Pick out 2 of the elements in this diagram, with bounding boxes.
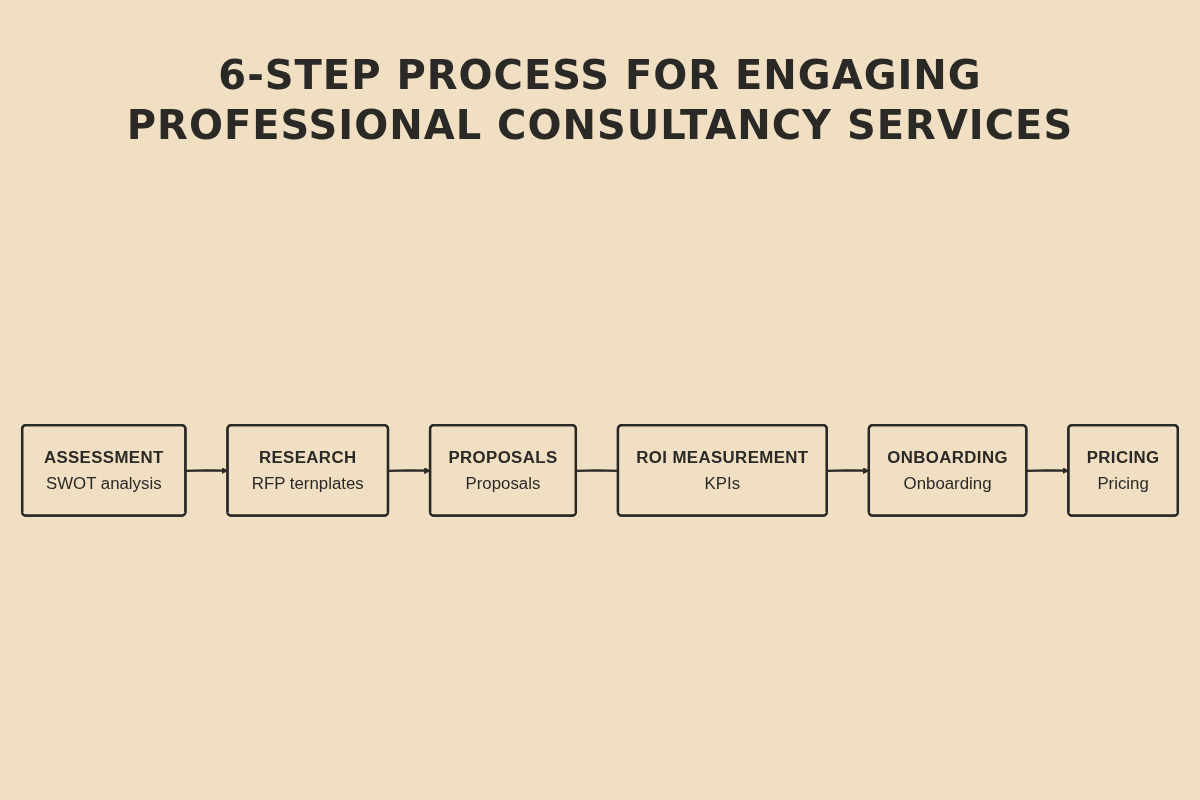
diagram-title: 6-STEP PROCESS FOR ENGAGING PROFESSIONAL CONSULTANCY SERVICES xyxy=(125,51,1075,150)
arrow xyxy=(388,466,431,474)
